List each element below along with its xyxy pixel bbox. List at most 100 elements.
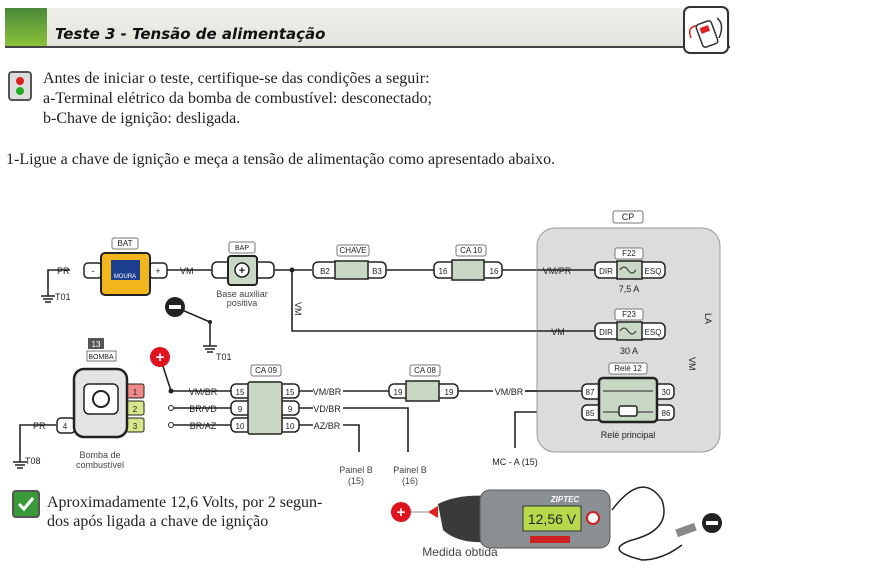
pin-label: 30 (662, 388, 671, 397)
plus-probe-icon (391, 502, 411, 522)
pin-label: 16 (490, 267, 499, 276)
wire-label: VM/BR (189, 387, 218, 397)
bap-name: Base auxiliar (216, 289, 268, 299)
traffic-light-icon (8, 71, 32, 101)
precheck-line: b-Chave de ignição: desligada. (43, 110, 241, 127)
plus-probe-icon (150, 347, 170, 367)
meter-display (522, 505, 582, 532)
ground-label: T01 (55, 292, 71, 302)
wire-label: VM (180, 266, 194, 276)
connector-ca09 (247, 381, 283, 435)
wire-label: VM (687, 357, 697, 371)
battery-brand: MOURA (114, 274, 136, 280)
wire-label: BR/VD (189, 404, 217, 414)
pin-label: 3 (133, 422, 138, 431)
meter-caption: Medida obtida (422, 545, 498, 559)
f23-label: F23 (622, 310, 636, 319)
ca08-label: CA 08 (414, 366, 436, 375)
pin-label: 86 (662, 409, 671, 418)
pin-label: 9 (288, 405, 293, 414)
page-title: Teste 3 - Tensão de alimentação (55, 25, 326, 43)
fuse-f23 (616, 321, 643, 341)
pin-label: 1 (133, 388, 138, 397)
ground-symbol (40, 287, 56, 303)
wire-label: LA (703, 313, 713, 324)
precheck-line: a-Terminal elétrico da bomba de combustí… (43, 90, 432, 107)
pin-label: 4 (63, 422, 68, 431)
main-relay (597, 376, 659, 424)
wire-label: AZ/BR (314, 421, 341, 431)
wire-label: PR (33, 421, 46, 431)
pin-label: ESQ (645, 267, 662, 276)
pin-label: DIR (599, 267, 613, 276)
ground-label: T08 (25, 456, 41, 466)
wire-label: VM (551, 327, 565, 337)
connector-ca08 (405, 380, 440, 402)
pin-label: 19 (394, 388, 403, 397)
pin-label: B2 (320, 267, 330, 276)
wire-label: VM (293, 302, 303, 316)
wire-label: VM/PR (543, 266, 572, 276)
ca09-label: CA 09 (255, 366, 277, 375)
meter-brand: ZIPTEC (550, 495, 580, 504)
pump-icon (92, 390, 110, 408)
pin-label: B3 (372, 267, 382, 276)
pin-label: 16 (439, 267, 448, 276)
meter-probe-tip (438, 495, 488, 543)
panel-reference: Painel B (393, 465, 427, 475)
svg-text:+: + (397, 504, 406, 521)
bat-neg-terminal: - (92, 266, 95, 276)
pin-label: 15 (236, 388, 245, 397)
bap-name: positiva (227, 298, 258, 308)
ca10-label: CA 10 (460, 246, 482, 255)
fuse-rating: 30 A (620, 346, 638, 356)
step-instruction: 1-Ligue a chave de ignição e meça a tens… (6, 151, 556, 168)
chave-label: CHAVE (340, 246, 367, 255)
wire-label: VM/BR (313, 387, 342, 397)
result-text: Aproximadamente 12,6 Volts, por 2 segun- (47, 494, 323, 511)
relay-name: Relé principal (601, 430, 656, 440)
relay-label: Relé 12 (614, 364, 642, 373)
wire-label: VM/BR (495, 387, 524, 397)
multimeter-icon (683, 6, 729, 54)
pump-name: combustível (76, 460, 124, 470)
pin-label: DIR (599, 328, 613, 337)
pin-label: 15 (286, 388, 295, 397)
cp-label: CP (622, 212, 635, 222)
fuse-f22 (616, 260, 643, 280)
pin-label: 10 (236, 422, 245, 431)
wire-label: PR (57, 266, 70, 276)
bap-label: BAP (235, 245, 249, 252)
bat-label: BAT (118, 239, 133, 248)
header-accent (5, 8, 47, 46)
checkmark-icon (12, 490, 40, 518)
bomba-number: 13 (92, 340, 101, 349)
pin-label: 10 (286, 422, 295, 431)
mc-reference: MC - A (15) (492, 457, 538, 467)
section-header: Teste 3 - Tensão de alimentação (5, 8, 730, 48)
panel-reference: Painel B (339, 465, 373, 475)
meter-reading: 12,56 V (528, 511, 577, 527)
pin-label: 19 (445, 388, 454, 397)
panel-reference: (16) (402, 476, 418, 486)
plus-icon: + (239, 265, 245, 277)
pin-label: 85 (586, 409, 595, 418)
connector-ca10 (451, 259, 485, 281)
pin-label: ESQ (645, 328, 662, 337)
pump-name: Bomba de (79, 450, 120, 460)
pin-label: 87 (586, 388, 595, 397)
precheck-line: Antes de iniciar o teste, certifique-se … (43, 70, 430, 87)
ignition-switch (334, 260, 369, 280)
ground-symbol (202, 337, 218, 353)
ground-label: T01 (216, 352, 232, 362)
wire-label: BR/AZ (190, 421, 217, 431)
result-text: dos após ligada a chave de ignição (47, 513, 269, 530)
panel-reference: (15) (348, 476, 364, 486)
fuse-rating: 7,5 A (619, 284, 640, 294)
svg-text:+: + (156, 349, 165, 366)
battery-logo (111, 260, 140, 280)
bat-pos-terminal: + (155, 266, 160, 276)
bomba-label: BOMBA (88, 354, 114, 361)
f22-label: F22 (622, 249, 636, 258)
